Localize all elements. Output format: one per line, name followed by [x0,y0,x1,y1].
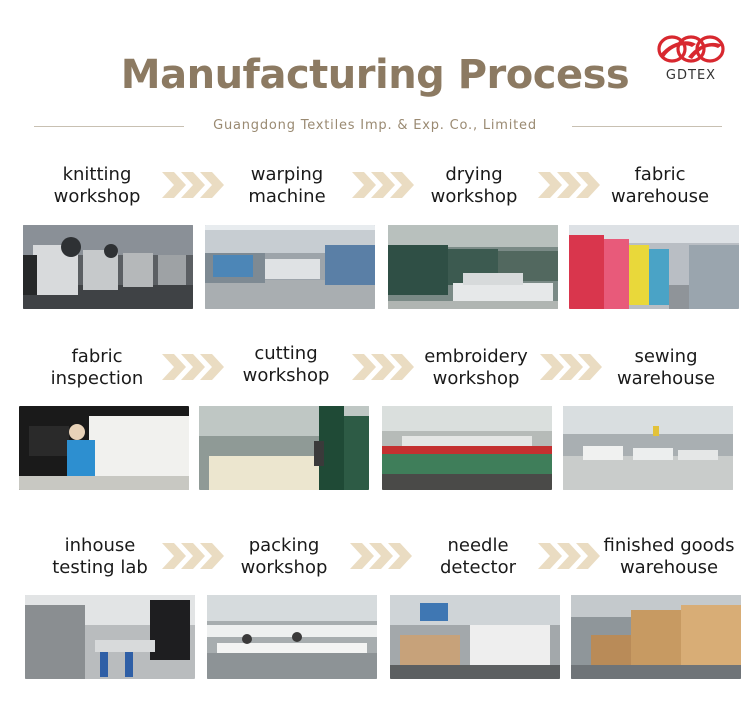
step-label-line: cutting [254,343,318,364]
cutting-workshop-photo [199,406,369,490]
knitting-workshop-photo [23,225,193,309]
step-label: fabric inspection [17,346,177,390]
step-label: knitting workshop [17,164,177,208]
fabric-warehouse-photo [569,225,739,309]
step-label: sewing warehouse [586,346,746,390]
embroidery-workshop-photo [382,406,552,490]
step-label-line: sewing [634,346,698,367]
step-label-line: workshop [242,365,330,386]
step-label: embroidery workshop [396,346,556,390]
finished-goods-warehouse-photo [571,595,741,679]
step-label-line: workshop [53,186,141,207]
logo-text: GDTEX [665,68,717,83]
step-label-line: workshop [240,557,328,578]
step-label-line: workshop [430,186,518,207]
sewing-warehouse-photo [563,406,733,490]
step-label-line: workshop [432,368,520,389]
step-label-line: embroidery [424,346,528,367]
chevron-arrow-icon [352,354,414,380]
company-subtitle: Guangdong Textiles Imp. & Exp. Co., Limi… [213,118,537,133]
step-label: needle detector [398,535,558,579]
step-label: warping machine [207,164,367,208]
chevron-arrow-icon [162,543,224,569]
step-label: fabric warehouse [580,164,740,208]
step-label-line: finished goods [603,535,735,556]
page-title: Manufacturing Process [120,52,630,98]
fabric-inspection-photo [19,406,189,490]
step-label-line: machine [248,186,326,207]
chevron-arrow-icon [538,543,600,569]
step-label-line: needle [447,535,509,556]
step-label-line: drying [445,164,503,185]
testing-lab-photo [25,595,195,679]
step-label-line: warping [250,164,324,185]
subtitle-divider-right [572,126,722,127]
step-label-line: fabric [634,164,686,185]
chevron-arrow-icon [538,172,600,198]
chevron-arrow-icon [162,354,224,380]
needle-detector-photo [390,595,560,679]
step-label: finished goods warehouse [580,535,750,579]
warping-machine-photo [205,225,375,309]
chevron-arrow-icon [162,172,224,198]
packing-workshop-photo [207,595,377,679]
chevron-arrow-icon [540,354,602,380]
step-label: packing workshop [204,535,364,579]
step-label-line: fabric [71,346,123,367]
step-label-line: warehouse [610,186,710,207]
step-label: drying workshop [394,164,554,208]
step-label-line: warehouse [616,368,716,389]
subtitle-divider-left [34,126,184,127]
drying-workshop-photo [388,225,558,309]
gdtex-logo-icon [657,35,725,63]
step-label-line: warehouse [619,557,719,578]
step-label-line: detector [440,557,516,578]
chevron-arrow-icon [350,543,412,569]
step-label: inhouse testing lab [20,535,180,579]
step-label-line: inhouse [64,535,136,556]
step-label-line: packing [248,535,320,556]
chevron-arrow-icon [352,172,414,198]
gdtex-logo: GDTEX [652,32,730,92]
step-label-line: inspection [50,368,144,389]
step-label-line: knitting [62,164,132,185]
step-label: cutting workshop [206,343,366,387]
step-label-line: testing lab [52,557,148,578]
